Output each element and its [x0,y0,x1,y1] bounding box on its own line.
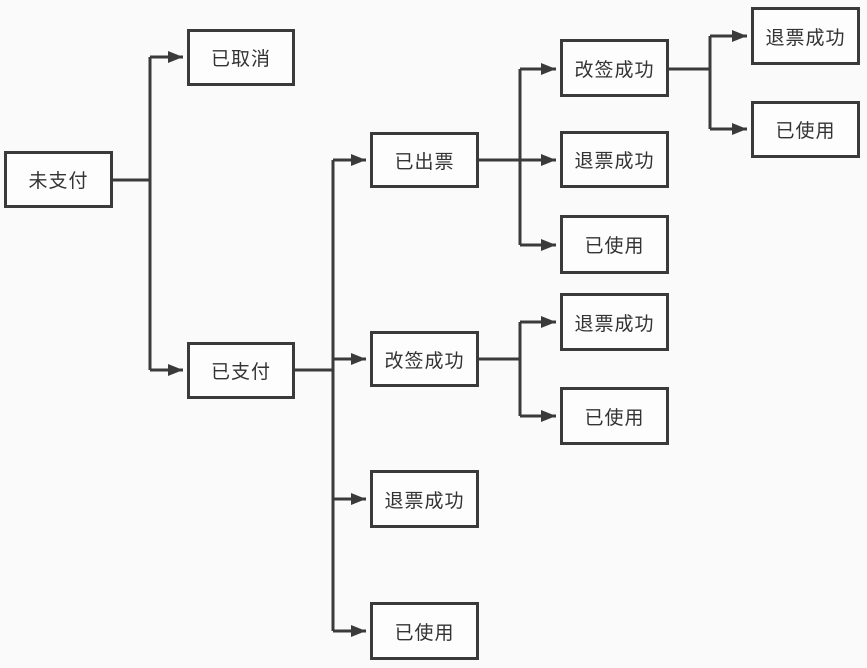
node-refund-success-c3-label: 退票成功 [574,151,655,172]
node-unpaid[interactable]: 未支付 [4,151,113,208]
node-ticketed[interactable]: 已出票 [370,132,479,188]
node-used-paid-label: 已使用 [394,622,455,644]
node-refund-success-paid[interactable]: 退票成功 [370,470,479,528]
node-rebook-success-top-label: 改签成功 [574,59,655,81]
node-used-far-label: 已使用 [775,121,836,142]
node-refund-success-far[interactable]: 退票成功 [751,7,860,65]
node-refund-success-mid[interactable]: 退票成功 [560,293,669,351]
node-used-c3[interactable]: 已使用 [560,215,669,274]
node-refund-success-mid-label: 退票成功 [574,313,655,335]
node-rebook-success-top[interactable]: 改签成功 [560,39,669,97]
node-used-c3-label: 已使用 [584,236,645,257]
node-used-far[interactable]: 已使用 [751,101,860,158]
node-ticketed-label: 已出票 [394,151,455,173]
node-cancelled[interactable]: 已取消 [187,29,295,86]
node-refund-success-far-label: 退票成功 [765,27,846,49]
node-used-mid-label: 已使用 [584,407,645,429]
node-refund-success-paid-label: 退票成功 [384,490,465,512]
node-paid-label: 已支付 [210,362,271,383]
node-unpaid-label: 未支付 [28,171,89,192]
node-rebook-success-mid[interactable]: 改签成功 [370,331,479,387]
node-used-mid[interactable]: 已使用 [560,387,669,445]
node-used-paid[interactable]: 已使用 [370,602,479,660]
node-cancelled-label: 已取消 [210,49,271,70]
node-rebook-success-mid-label: 改签成功 [384,350,465,372]
node-refund-success-c3[interactable]: 退票成功 [560,131,669,188]
node-paid[interactable]: 已支付 [187,342,295,399]
